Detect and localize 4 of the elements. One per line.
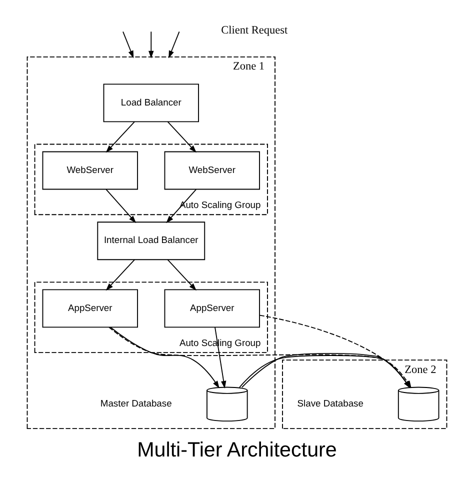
node-label: Master Database bbox=[100, 398, 172, 409]
node-label: Slave Database bbox=[297, 398, 364, 409]
caption: Multi-Tier Architecture bbox=[137, 438, 337, 462]
label: Client Request bbox=[221, 24, 288, 37]
